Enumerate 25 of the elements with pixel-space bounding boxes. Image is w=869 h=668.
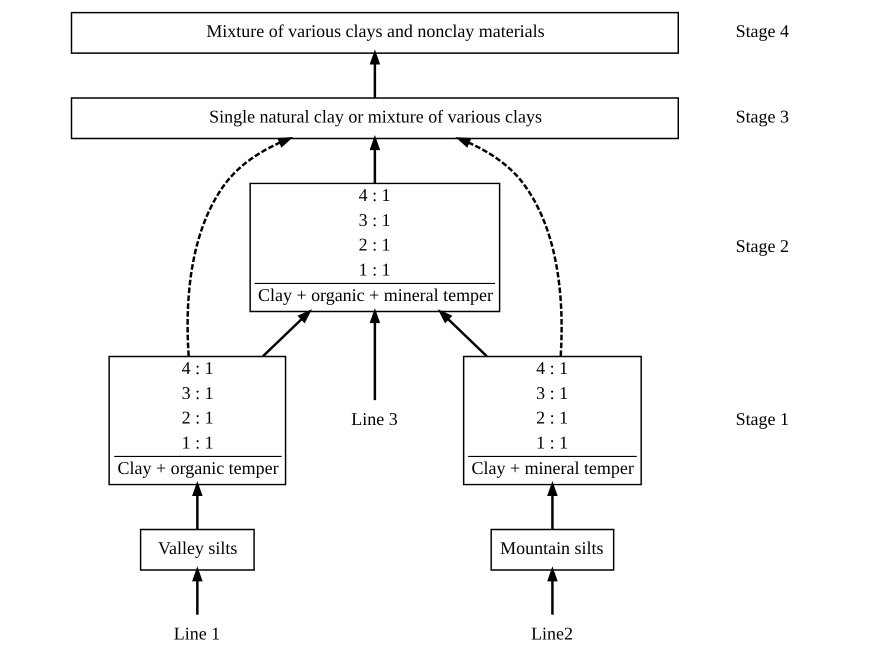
node-text: Line2 — [530, 623, 572, 644]
arrow — [369, 135, 380, 184]
label: Stage 2 — [735, 236, 788, 256]
node-box: Single natural clay or mixture of various clays — [70, 97, 678, 140]
arrow — [192, 566, 202, 615]
arrow — [454, 137, 562, 356]
arrow — [186, 137, 293, 356]
arrow — [546, 566, 558, 615]
arrow — [437, 309, 488, 358]
node-text: Line 3 — [350, 408, 398, 429]
node-box: 4 : 1 3 : 1 2 : 1 1 : 1 Clay + mineral temper — [462, 356, 642, 486]
arrow — [262, 309, 312, 358]
label: Stage 1 — [735, 408, 788, 429]
node-box: 4 : 1 3 : 1 2 : 1 1 : 1 Clay + organic temper — [108, 356, 286, 486]
node-box: Valley silts — [139, 528, 254, 571]
node-box: Mountain silts — [490, 528, 614, 571]
arrow — [192, 480, 202, 530]
node-box: Mixture of various clays and nonclay materials — [70, 12, 678, 54]
arrow — [546, 480, 558, 530]
label: Stage 4 — [735, 21, 788, 42]
label: Stage 3 — [735, 106, 788, 127]
arrow — [369, 49, 380, 98]
node-box: 4 : 1 3 : 1 2 : 1 1 : 1 Clay + organic + mineral temper — [248, 182, 500, 312]
node-text: Line 1 — [173, 623, 220, 644]
arrow — [369, 308, 380, 400]
